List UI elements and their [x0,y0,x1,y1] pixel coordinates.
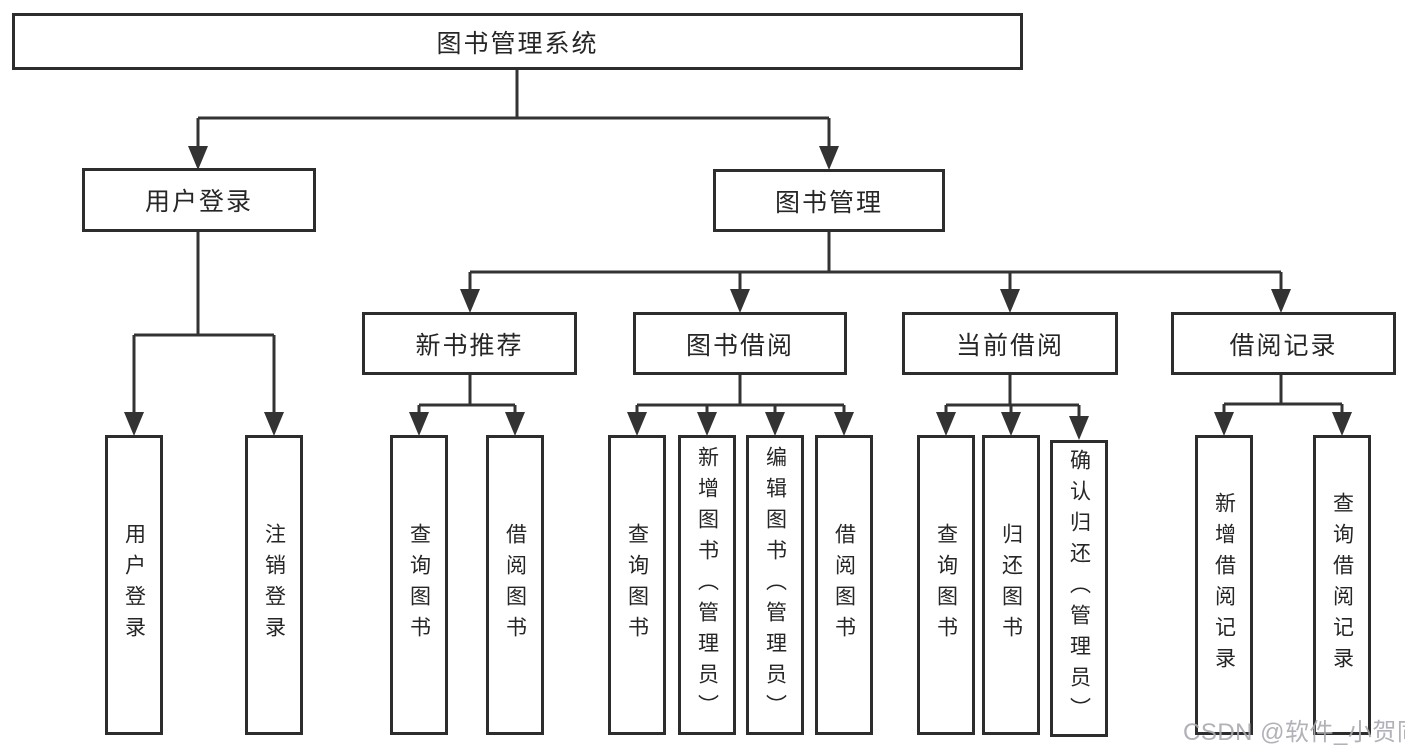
node-user-login-label: 用户登录 [144,188,253,216]
node-current-borrowing-label: 当前借阅 [955,331,1064,360]
leaf-query-books-borrowing-label: 查询图书 [625,523,649,647]
leaf-borrow-books-recommend: 借阅图书 [486,435,544,735]
node-user-login: 用户登录 [82,168,316,232]
leaf-confirm-return-admin: 确认归还（管理员） [1050,440,1108,737]
leaf-logout-label: 注销登录 [262,523,286,647]
leaf-query-books-borrowing: 查询图书 [608,435,666,735]
leaf-confirm-return-admin-label: 确认归还（管理员） [1067,449,1091,728]
leaf-return-books: 归还图书 [982,435,1040,735]
leaf-add-books-admin-label: 新增图书（管理员） [695,445,719,725]
leaf-query-borrow-record-label: 查询借阅记录 [1330,492,1354,678]
node-book-management: 图书管理 [713,169,945,232]
leaf-add-borrow-record: 新增借阅记录 [1195,435,1253,735]
leaf-borrow-books-recommend-label: 借阅图书 [503,523,527,647]
arrowheads [124,146,1352,440]
node-borrowing-records: 借阅记录 [1171,312,1396,375]
node-current-borrowing: 当前借阅 [902,312,1118,375]
node-root: 图书管理系统 [12,13,1023,70]
node-root-label: 图书管理系统 [436,29,599,58]
leaf-add-borrow-record-label: 新增借阅记录 [1212,492,1236,678]
leaf-add-books-admin: 新增图书（管理员） [678,435,736,735]
node-book-borrowing: 图书借阅 [633,312,847,375]
leaf-edit-books-admin: 编辑图书（管理员） [746,435,804,735]
node-book-management-label: 图书管理 [774,188,883,217]
leaf-query-books-current-label: 查询图书 [934,523,958,647]
leaf-edit-books-admin-label: 编辑图书（管理员） [763,445,787,725]
leaf-borrow-books-borrowing: 借阅图书 [815,435,873,735]
node-book-borrowing-label: 图书借阅 [685,331,794,360]
watermark: CSDN @软件_小贺同学 [1183,719,1405,746]
leaf-borrow-books-borrowing-label: 借阅图书 [832,523,856,647]
node-borrowing-records-label: 借阅记录 [1229,331,1338,360]
leaf-query-borrow-record: 查询借阅记录 [1313,435,1371,735]
leaf-user-login: 用户登录 [105,435,163,735]
leaf-user-login-label: 用户登录 [122,523,146,647]
leaf-return-books-label: 归还图书 [999,523,1023,647]
leaf-query-books-current: 查询图书 [917,435,975,735]
leaf-query-books-recommend: 查询图书 [390,435,448,735]
leaf-logout: 注销登录 [245,435,303,735]
node-new-book-recommend: 新书推荐 [362,312,577,375]
leaf-query-books-recommend-label: 查询图书 [407,523,431,647]
node-new-book-recommend-label: 新书推荐 [415,331,524,360]
connector-paths [132,69,1344,430]
